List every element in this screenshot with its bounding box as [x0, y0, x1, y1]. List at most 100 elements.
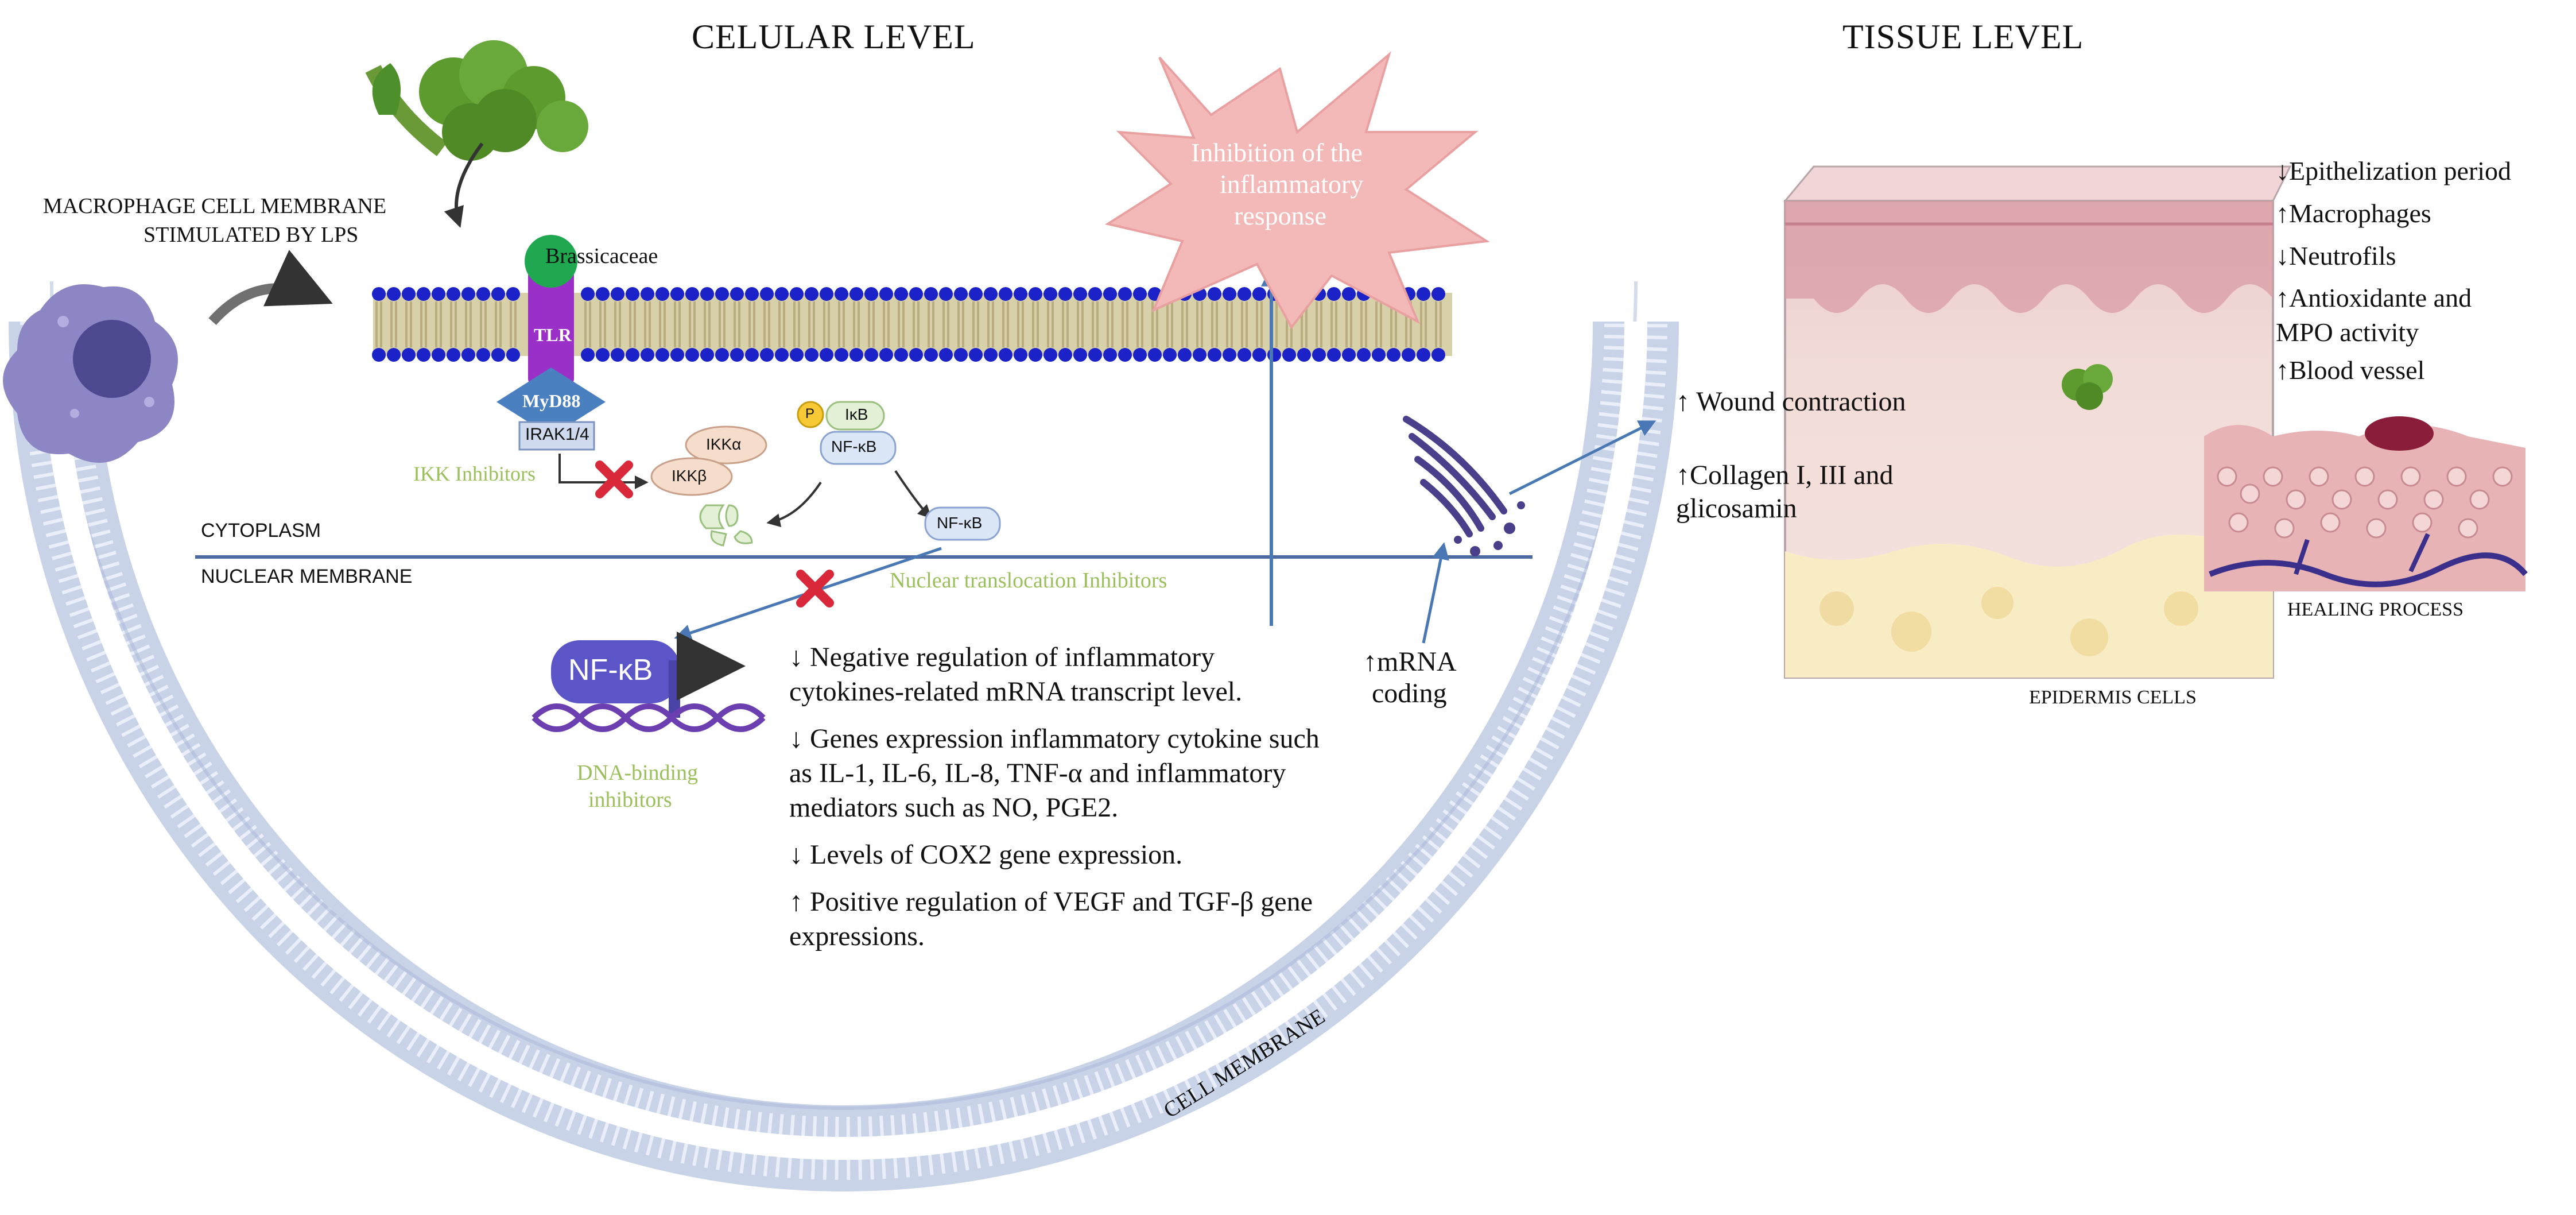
collagen-label-line1: ↑Collagen I, III and: [1676, 460, 1894, 490]
lipid-head: [432, 348, 445, 362]
lipid-head: [372, 348, 386, 362]
lipid-head: [1223, 287, 1236, 301]
tissue-effect-item: ↓Epithelization period: [2276, 156, 2512, 185]
tissue-level-heading: TISSUE LEVEL: [1842, 18, 2084, 56]
dna-helix-icon: [532, 703, 766, 732]
lipid-head: [1014, 348, 1027, 362]
healing-process-inset: [2204, 416, 2528, 591]
lipid-head: [611, 287, 624, 301]
transcription-arrow-icon: [669, 632, 746, 718]
nfkb-complex-label: NF-κB: [831, 438, 877, 455]
cytoplasm-label: CYTOPLASM: [201, 520, 321, 541]
nfkb-dna-shape: [551, 640, 680, 703]
lipid-head: [745, 287, 759, 301]
lipid-head: [1043, 287, 1057, 301]
mrna-label-line1: ↑mRNA: [1363, 647, 1457, 677]
lipid-head: [805, 287, 818, 301]
stimulation-arrow: [208, 250, 333, 326]
lipid-head: [655, 287, 669, 301]
epidermis-cells-label: EPIDERMIS CELLS: [2029, 687, 2197, 708]
lipid-head: [596, 287, 610, 301]
lipid-head: [939, 348, 953, 362]
lipid-head: [626, 348, 639, 362]
nfkb-dna-label: NF-κB: [568, 653, 653, 687]
tissue-effect-item: MPO activity: [2276, 318, 2419, 347]
golgi-to-tissue-arrow: [1508, 420, 1656, 496]
lipid-head: [476, 287, 490, 301]
tissue-effect-item: ↑Macrophages: [2276, 198, 2431, 228]
myd88-adaptor: [496, 367, 606, 436]
brassicaceae-ligand: [525, 235, 577, 288]
macrophage-label-line1: MACROPHAGE CELL MEMBRANE: [43, 194, 387, 218]
lipid-head: [1029, 287, 1042, 301]
lipid-head: [387, 287, 401, 301]
dna-binding-label-line2: inhibitors: [588, 788, 672, 812]
lipid-head: [730, 348, 744, 362]
tlr-receptor: [528, 270, 574, 385]
lipid-head: [1178, 348, 1192, 362]
lipid-head: [879, 348, 893, 362]
tissue-block: [1783, 165, 2292, 679]
lipid-head: [1088, 348, 1102, 362]
lipid-head: [1327, 287, 1341, 301]
golgi-icon: [1403, 416, 1507, 537]
lipid-head: [641, 287, 654, 301]
lipid-head: [849, 287, 863, 301]
tissue-effects-list: ↓Epithelization period ↑Macrophages ↓Neu…: [2276, 154, 2511, 388]
dna-binding-label-line1: DNA-binding: [577, 761, 699, 785]
myd88-label: MyD88: [522, 390, 581, 411]
lipid-head: [1118, 287, 1132, 301]
tissue-effect-item: ↑Blood vessel: [2276, 355, 2425, 385]
brassicaceae-label: Brassicaceae: [545, 244, 658, 268]
lipid-head: [1357, 348, 1371, 362]
lipid-head: [894, 287, 908, 301]
lipid-head: [641, 348, 654, 362]
lipid-head: [1103, 348, 1117, 362]
lipid-head: [715, 348, 729, 362]
lipid-head: [1431, 348, 1445, 362]
lipid-head: [1267, 348, 1281, 362]
lipid-head: [864, 287, 878, 301]
lipid-head: [700, 348, 714, 362]
translocation-inhibitor-x-icon: [796, 570, 834, 608]
collagen-label-line2: glicosamin: [1676, 493, 1797, 524]
lipid-head: [924, 348, 938, 362]
lipid-head: [1103, 287, 1117, 301]
lipid-head: [1073, 287, 1087, 301]
irak-box: [518, 421, 595, 451]
lipid-head: [1387, 348, 1400, 362]
inhibition-label-line1: Inhibition of the: [1191, 138, 1363, 167]
lipid-head: [506, 287, 520, 301]
release-arrow: [894, 470, 932, 519]
lipid-head: [1252, 348, 1266, 362]
lipid-head: [447, 287, 460, 301]
phospho-circle: [797, 401, 824, 428]
lipid-head: [760, 348, 774, 362]
lipid-head: [1282, 348, 1296, 362]
lipid-head: [402, 348, 416, 362]
lipid-head: [1073, 348, 1087, 362]
lipid-head: [1058, 348, 1072, 362]
lipid-head: [969, 348, 983, 362]
lipid-head: [1193, 348, 1206, 362]
tlr-label: TLR: [534, 324, 572, 345]
lipid-head: [1133, 287, 1147, 301]
lipid-head: [432, 287, 445, 301]
lipid-head: [417, 287, 430, 301]
lipid-head: [1223, 348, 1236, 362]
lipid-head: [685, 287, 699, 301]
lipid-head: [670, 287, 684, 301]
lipid-head: [461, 348, 475, 362]
lipid-head: [1043, 348, 1057, 362]
broccoli-icon: [365, 40, 588, 228]
lipid-head: [775, 287, 789, 301]
lipid-head: [1148, 348, 1162, 362]
macrophage-label-line2: STIMULATED BY LPS: [143, 223, 359, 247]
lipid-head: [1029, 348, 1042, 362]
lipid-head: [1118, 348, 1132, 362]
mrna-to-golgi-arrow: [1422, 542, 1449, 644]
lipid-head: [1297, 348, 1311, 362]
lipid-head: [909, 348, 923, 362]
cellular-level-heading: CELULAR LEVEL: [692, 18, 976, 56]
lipid-head: [984, 348, 998, 362]
